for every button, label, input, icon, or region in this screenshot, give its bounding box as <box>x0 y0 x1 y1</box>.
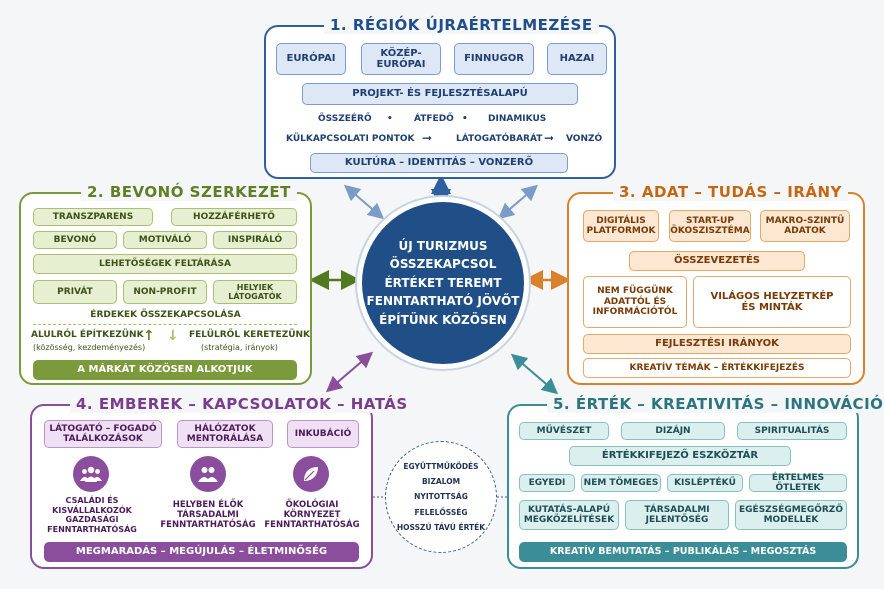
region-european: EURÓPAI <box>276 43 346 75</box>
label-family-business: CSALÁDI ÉS KISVÁLLALKOZÓK GAZDASÁGI FENN… <box>47 496 137 534</box>
values-circle: EGYÜTTMŰKÖDÉS BIZALOM NYITOTTSÁG FELELŐS… <box>385 441 497 553</box>
label-overlapping: ÁTFEDŐ <box>414 114 454 124</box>
item-motivating: MOTIVÁLÓ <box>123 231 207 249</box>
center-line-1: ÚJ TURIZMUS <box>398 238 488 253</box>
region-central-european: KÖZÉP- EURÓPAI <box>361 43 441 75</box>
label-ecological: ÖKOLÓGIAI KÖRNYEZET FENNTARTHATÓSÁG <box>264 500 360 531</box>
panel-people: 4. EMBEREK – KAPCSOLATOK – HATÁS LÁTOGAT… <box>30 395 414 569</box>
tools-box: ÉRTÉKKIFEJEZŐ ESZKÖZTÁR <box>569 446 791 466</box>
label-visitor-friendly: LÁTOGATÓBARÁT <box>456 134 543 144</box>
arrow-right-icon-1: ➞ <box>422 131 433 145</box>
item-visitor-host: LÁTOGATÓ – FOGADÓ TALÁLKOZÁSOK <box>44 420 162 448</box>
item-accessible: HOZZÁFÉRHETŐ <box>171 208 297 226</box>
region-domestic: HAZAI <box>547 43 607 75</box>
item-startup-ecosystem: START-UP ÖKOSZISZTÉMA <box>669 210 751 242</box>
arrow-bottom-left <box>325 351 374 393</box>
value-openness: NYITOTTSÁG <box>414 492 468 502</box>
item-transparent: TRANSZPARENS <box>33 208 153 226</box>
item-small-scale: KISLÉPTÉKŰ <box>667 474 743 492</box>
top-down-sub: (stratégia, irányok) <box>201 343 278 352</box>
panel-data-knowledge: 3. ADAT – TUDÁS – IRÁNY DIGITÁLIS PLATFO… <box>567 183 865 385</box>
center-circle: ÚJ TURIZMUS ÖSSZEKAPCSOL ÉRTÉKET TEREMT … <box>357 197 529 369</box>
label-converging: ÖSSZEÉRŐ <box>318 114 372 124</box>
item-locals-visitors: HELYIEK LÁTOGATÓK <box>213 280 297 304</box>
center-line-2: ÖSSZEKAPCSOL <box>389 257 497 272</box>
arrow-bottom-right <box>510 353 559 395</box>
opportunities-box: LEHETŐSÉGEK FELTÁRÁSA <box>33 254 297 274</box>
item-meaningful-ideas: ÉRTELMES ÖTLETEK <box>749 473 847 493</box>
panel-engaging-title: 2. BEVONÓ SZERKEZET <box>81 183 297 201</box>
item-spirituality: SPIRITUALITÁS <box>737 422 847 440</box>
bottom-up-sub: (közösség, kezdeményezés) <box>33 343 146 352</box>
people-pair-icon <box>190 456 226 492</box>
culture-box: KULTÚRA – IDENTITÁS – VONZERŐ <box>310 153 568 173</box>
item-research-based: KUTATÁS-ALAPÚ MEGKÖZELÍTÉSEK <box>519 500 619 530</box>
item-health-models: EGÉSZSÉGMEGŐRZŐ MODELLEK <box>735 500 847 530</box>
sustain-bar: MEGMARADÁS – MEGÚJULÁS – ÉLETMINŐSÉG <box>44 542 359 562</box>
arrow-top-right <box>497 184 539 220</box>
arrow-top-left <box>343 184 385 220</box>
item-non-profit: NON-PROFIT <box>123 280 207 304</box>
item-engaging: BEVONÓ <box>33 231 117 249</box>
brand-bar: A MÁRKÁT KÖZÖSEN ALKOTJUK <box>33 360 297 380</box>
item-art: MŰVÉSZET <box>519 422 609 440</box>
center-line-3: ÉRTÉKET TEREMT <box>384 275 502 290</box>
top-down-label: FELÜLRŐL KERETEZÜNK <box>189 330 311 340</box>
comparison-box: ÖSSZEVEZETÉS <box>629 251 805 271</box>
arrow-right-icon-2: ➞ <box>544 131 555 145</box>
panel-regions: 1. RÉGIÓK ÚJRAÉRTELMEZÉSE EURÓPAI KÖZÉP-… <box>264 16 616 179</box>
value-long-term: HOSSZÚ TÁVÚ ÉRTÉK <box>396 523 486 533</box>
panel-value-title: 5. ÉRTÉK – KREATIVITÁS – INNOVÁCIÓ <box>547 395 884 413</box>
label-locals: HELYBEN ÉLŐK TÁRSADALMI FENNTARTHATÓSÁG <box>160 500 256 531</box>
item-private: PRIVÁT <box>33 280 117 304</box>
project-based-box: PROJEKT- ÉS FEJLESZTÉSALAPÚ <box>302 83 578 105</box>
label-attractive: VONZÓ <box>566 134 603 144</box>
creative-topics-box: KREATÍV TÉMÁK – ÉRTÉKKIFEJEZÉS <box>583 358 851 378</box>
independent-box: NEM FÜGGÜNK ADATTÓL ÉS INFORMÁCIÓTÓL <box>583 276 687 328</box>
item-inspiring: INSPIRÁLÓ <box>213 231 297 249</box>
item-unique: EGYEDI <box>519 474 575 492</box>
label-dynamic: DINAMIKUS <box>488 114 547 124</box>
panel-people-title: 4. EMBEREK – KAPCSOLATOK – HATÁS <box>70 395 414 413</box>
creative-bar: KREATÍV BEMUTATÁS – PUBLIKÁLÁS – MEGOSZT… <box>519 542 847 562</box>
region-finno-ugric: FINNUGOR <box>454 43 534 75</box>
item-not-mass: NEM TÖMEGES <box>581 474 661 492</box>
bullet-1: • <box>387 114 393 124</box>
value-trust: BIZALOM <box>421 476 461 486</box>
panel-engaging-structure: 2. BEVONÓ SZERKEZET TRANSZPARENS HOZZÁFÉ… <box>19 183 312 385</box>
leaf-icon <box>293 456 329 492</box>
item-social-significance: TÁRSADALMI JELENTŐSÉG <box>625 500 729 530</box>
value-responsibility: FELELŐSSÉG <box>414 507 468 517</box>
item-incubation: INKUBÁCIÓ <box>287 420 359 448</box>
people-group-icon <box>73 456 109 492</box>
value-cooperation: EGYÜTTMŰKÖDÉS <box>403 461 479 471</box>
panel-value-creativity: 5. ÉRTÉK – KREATIVITÁS – INNOVÁCIÓ MŰVÉS… <box>507 395 884 569</box>
label-external-points: KÜLKAPCSOLATI PONTOK <box>286 134 415 144</box>
center-line-4: FENNTARTHATÓ JÖVŐT <box>366 294 520 309</box>
directions-box: FEJLESZTÉSI IRÁNYOK <box>583 334 851 354</box>
item-macro-data: MAKRO-SZINTŰ ADATOK <box>760 210 850 242</box>
arrow-up-icon: ↑ <box>143 328 155 344</box>
divider <box>33 324 297 325</box>
item-network-mentoring: HÁLÓZATOK MENTORÁLÁSA <box>177 420 273 448</box>
item-design: DIZÁJN <box>621 422 725 440</box>
arrow-down-icon: ↓ <box>167 328 179 344</box>
world-view-box: VILÁGOS HELYZETKÉP ÉS MINTÁK <box>693 276 851 328</box>
panel-data-title: 3. ADAT – TUDÁS – IRÁNY <box>613 183 848 201</box>
item-digital-platforms: DIGITÁLIS PLATFORMOK <box>583 210 659 242</box>
panel-regions-title: 1. RÉGIÓK ÚJRAÉRTELMEZÉSE <box>324 16 599 34</box>
bottom-up-label: ALULRÓL ÉPÍTKEZÜNK <box>31 330 144 340</box>
bullet-2: • <box>462 114 468 124</box>
interests-label: ÉRDEKEK ÖSSZEKAPCSOLÁSA <box>90 310 241 320</box>
center-line-5: ÉPÍTÜNK KÖZÖSEN <box>379 312 507 327</box>
